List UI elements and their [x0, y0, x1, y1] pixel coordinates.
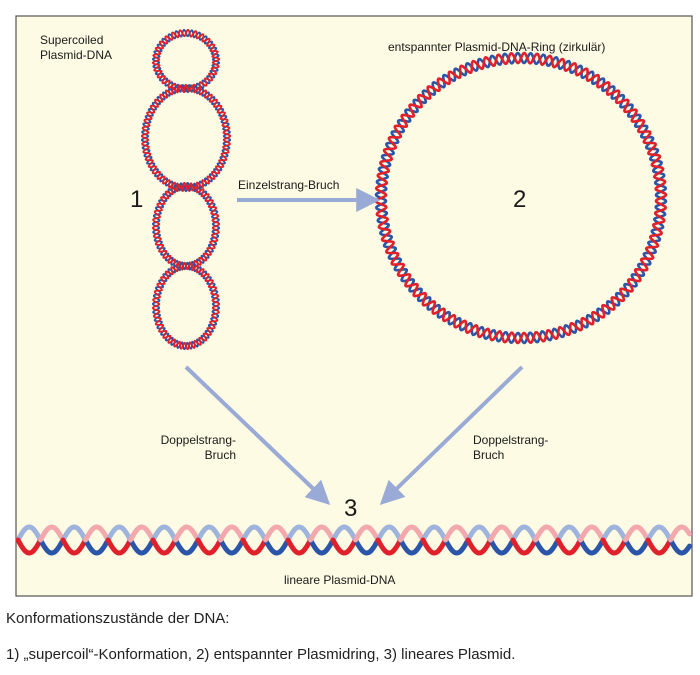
dna-strand-red [600, 537, 628, 556]
diagram-panel [15, 15, 693, 597]
dna-strand-blue [330, 524, 358, 543]
relaxed-plasmid-ring [374, 51, 668, 345]
dna-strand-red [105, 537, 133, 556]
dna-strand-blue [353, 537, 380, 556]
dna-strand-red [150, 537, 178, 556]
label-supercoiled: Supercoiled Plasmid-DNA [40, 33, 113, 62]
dna-strand-red [151, 181, 221, 271]
dna-strand-blue [263, 537, 290, 556]
dna-strand-red [38, 524, 65, 543]
dna-strand-red [465, 537, 493, 556]
dna-strand-blue [623, 537, 650, 556]
dna-strand-red [308, 524, 335, 543]
dna-strand-red [195, 537, 223, 556]
dna-strand-red [488, 524, 515, 543]
supercoiled-plasmid [140, 28, 232, 351]
dna-strand-blue [510, 524, 538, 543]
dna-strand-red [128, 524, 155, 543]
label-double-break-right: Doppelstrang- Bruch [473, 433, 549, 462]
label-double-break-left: Doppelstrang- Bruch [160, 433, 236, 462]
dna-strand-red [263, 524, 290, 543]
dna-strand-red [420, 537, 448, 556]
dna-strand-red [375, 537, 403, 556]
dna-strand-blue [173, 537, 200, 556]
dna-strand-blue [488, 537, 515, 556]
label-linear: lineare Plasmid-DNA [284, 573, 396, 587]
dna-strand-blue [645, 524, 673, 543]
dna-strand-blue [533, 537, 560, 556]
dna-strand-blue [60, 524, 88, 543]
dna-strand-red [151, 261, 221, 351]
linear-plasmid-dna [15, 524, 692, 556]
dna-strand-blue [195, 524, 223, 543]
arrow-double-break-left [184, 365, 331, 505]
number-3: 3 [344, 495, 358, 522]
dna-strand-blue [578, 537, 605, 556]
dna-strand-red [398, 524, 425, 543]
dna-strand-blue [375, 524, 403, 543]
dna-strand-blue [420, 524, 448, 543]
number-1: 1 [130, 186, 144, 213]
dna-strand-red [240, 537, 268, 556]
dna-strand-blue [240, 524, 268, 543]
dna-strand-blue [308, 537, 335, 556]
dna-strand-blue [600, 524, 628, 543]
dna-strand-red [374, 51, 668, 345]
dna-strand-red [60, 537, 88, 556]
dna-strand-blue [398, 537, 425, 556]
dna-strand-blue [83, 537, 110, 556]
dna-strand-red [623, 524, 650, 543]
dna-strand-red [645, 537, 673, 556]
dna-strand-red [510, 537, 538, 556]
dna-strand-red [15, 537, 43, 556]
dna-strand-blue [15, 524, 43, 543]
dna-strand-blue [150, 524, 178, 543]
dna-strand-blue [218, 537, 245, 556]
label-single-strand-break: Einzelstrang-Bruch [238, 178, 340, 192]
dna-strand-blue [668, 537, 692, 556]
dna-strand-red [140, 83, 232, 192]
dna-strand-blue [285, 524, 313, 543]
dna-strand-red [668, 524, 692, 543]
dna-strand-red [83, 524, 110, 543]
dna-strand-blue [555, 524, 583, 543]
number-2: 2 [513, 186, 527, 213]
label-relaxed-ring: entspannter Plasmid-DNA-Ring (zirkulär) [388, 40, 606, 54]
dna-strand-red [285, 537, 313, 556]
dna-strand-red [330, 537, 358, 556]
dna-strand-red [443, 524, 470, 543]
dna-strand-blue [128, 537, 155, 556]
dna-strand-red [555, 537, 583, 556]
dna-strand-red [578, 524, 605, 543]
dna-strand-blue [443, 537, 470, 556]
dna-strand-blue [465, 524, 493, 543]
dna-strand-red [533, 524, 560, 543]
arrow-double-break-right [379, 365, 524, 506]
dna-strand-blue [38, 537, 65, 556]
dna-strand-red [151, 28, 221, 93]
dna-strand-red [173, 524, 200, 543]
dna-strand-red [218, 524, 245, 543]
caption-text: 1) „supercoil“-Konformation, 2) entspann… [6, 646, 516, 663]
dna-strand-blue [105, 524, 133, 543]
caption-title: Konformationszustände der DNA: [6, 610, 230, 627]
dna-strand-red [353, 524, 380, 543]
